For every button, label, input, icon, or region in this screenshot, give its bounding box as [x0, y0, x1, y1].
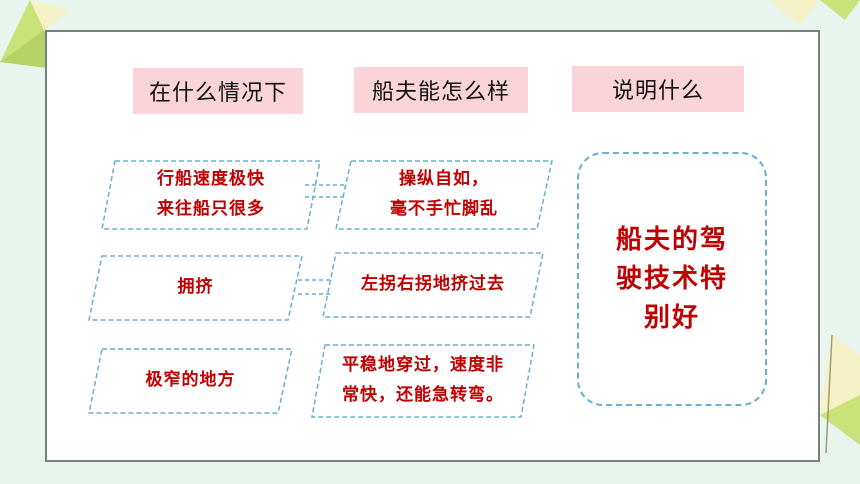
action-3-line-2: 常快，还能急转弯。	[342, 385, 504, 405]
header-meaning: 说明什么	[572, 66, 744, 112]
situation-box-3: 极窄的地方	[88, 348, 293, 414]
situation-box-2: 拥挤	[88, 255, 303, 321]
situation-3-line-1: 极窄的地方	[145, 370, 236, 391]
header-action: 船夫能怎么样	[354, 67, 528, 113]
situation-1-line-1: 行船速度极快	[157, 169, 265, 190]
action-box-1: 操纵自如， 毫不手忙脚乱	[335, 160, 553, 230]
sailboat-decoration-top-right	[770, 0, 860, 25]
action-1-line-2: 毫不手忙脚乱	[390, 199, 498, 219]
action-2-line-1: 左拐右拐地挤过去	[361, 274, 505, 295]
action-3-line-1: 平稳地穿过，速度非	[342, 355, 504, 376]
situation-box-1: 行船速度极快 来往船只很多	[101, 160, 321, 230]
conclusion-line-1: 船夫的驾	[615, 224, 728, 255]
situation-2-line-1: 拥挤	[177, 277, 214, 298]
action-1-line-1: 操纵自如，	[399, 169, 489, 190]
conclusion-line-3: 别好	[643, 302, 700, 333]
conclusion-box: 船夫的驾 驶技术特 别好	[577, 152, 767, 406]
action-box-2: 左拐右拐地挤过去	[322, 252, 544, 318]
sailboat-decoration-bottom-right	[820, 335, 860, 454]
action-box-3: 平稳地穿过，速度非 常快，还能急转弯。	[311, 344, 535, 418]
header-situation: 在什么情况下	[133, 68, 303, 114]
situation-1-line-2: 来往船只很多	[157, 199, 265, 219]
conclusion-line-2: 驶技术特	[615, 263, 728, 294]
